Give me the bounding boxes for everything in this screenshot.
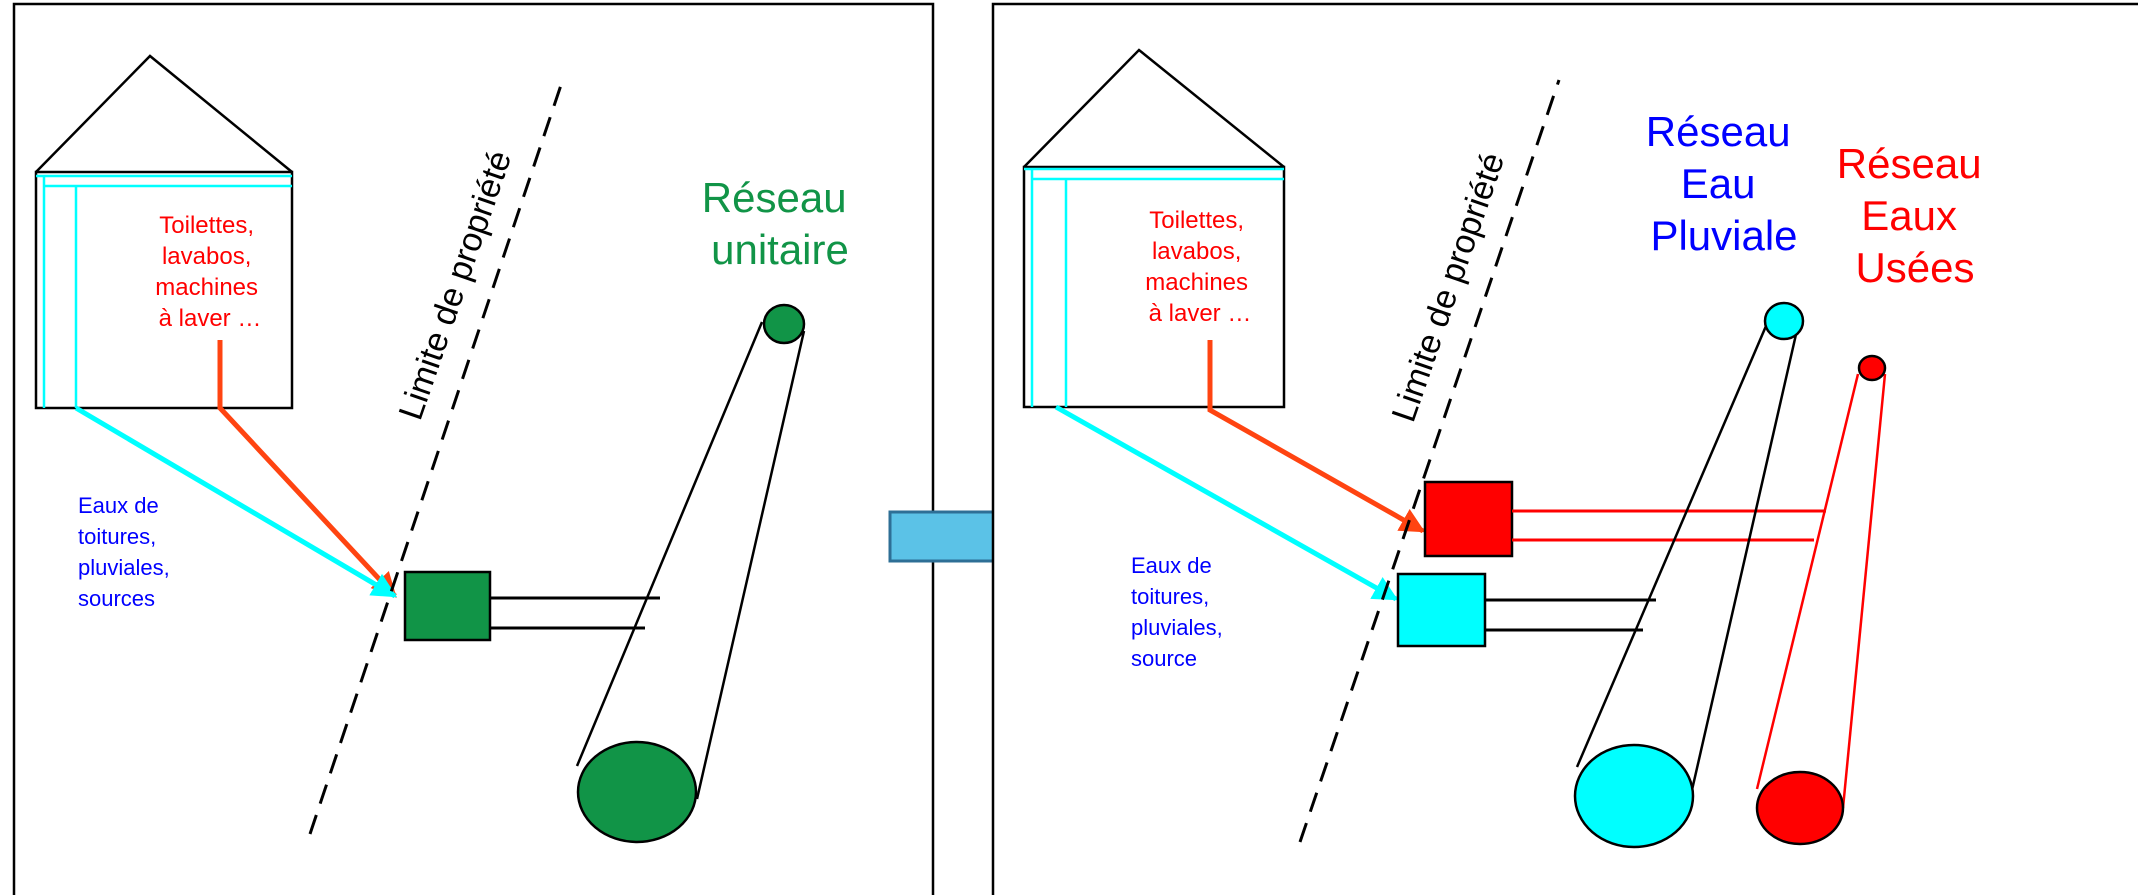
- rain-network-label: Réseau Eau Pluviale: [1646, 108, 1802, 259]
- rain-water-label: Eaux de toitures, pluviales, source: [1131, 553, 1229, 671]
- waste-sewer-pipe: [1755, 354, 1887, 846]
- pipe-far-end: [1857, 354, 1887, 382]
- indoor-usage-label: Toilettes, lavabos, machines à laver …: [1145, 207, 1254, 327]
- waste-pipe: [217, 340, 397, 598]
- pipe-near-end: [576, 740, 698, 844]
- house-wall: [34, 170, 294, 410]
- pipe-near-end: [1755, 770, 1845, 846]
- house-wall: [1022, 165, 1286, 409]
- waste-network-label: Réseau Eaux Usées: [1837, 140, 1993, 291]
- waste-pipe: [1207, 340, 1426, 534]
- pipe-far-end: [762, 303, 806, 345]
- property-limit-line: [1298, 79, 1561, 843]
- rain-pipe: [1054, 404, 1399, 602]
- pipe-near-end: [1573, 743, 1695, 849]
- house-roof: [35, 54, 293, 173]
- house-before: [34, 54, 294, 410]
- indoor-usage-label: Toilettes, lavabos, machines à laver …: [155, 212, 264, 332]
- rain-inspection-box: [1396, 572, 1487, 648]
- property-limit-line: [308, 81, 564, 835]
- panel-after-frame: [991, 2, 2138, 895]
- panel-after: Limite de propriété Réseau Eau Pluviale: [991, 2, 2138, 895]
- waste-inspection-box: [1423, 480, 1514, 558]
- panel-before-frame: [12, 2, 935, 895]
- house-roof: [1023, 48, 1285, 168]
- rain-gutter: [36, 174, 292, 408]
- rain-sewer-pipe: [1573, 301, 1805, 849]
- pipe-far-end: [1763, 301, 1805, 341]
- house-after: [1022, 48, 1286, 409]
- rain-pipe: [74, 405, 398, 599]
- unitary-inspection-box: [403, 570, 492, 642]
- panel-before: Limite de propriété Réseau unitaire Toil…: [12, 2, 935, 895]
- rain-gutter: [1024, 167, 1284, 407]
- unitary-network-label: Réseau unitaire: [702, 174, 858, 273]
- rain-water-label: Eaux de toitures, pluviales, sources: [78, 493, 176, 611]
- unitary-sewer-pipe: [575, 303, 806, 844]
